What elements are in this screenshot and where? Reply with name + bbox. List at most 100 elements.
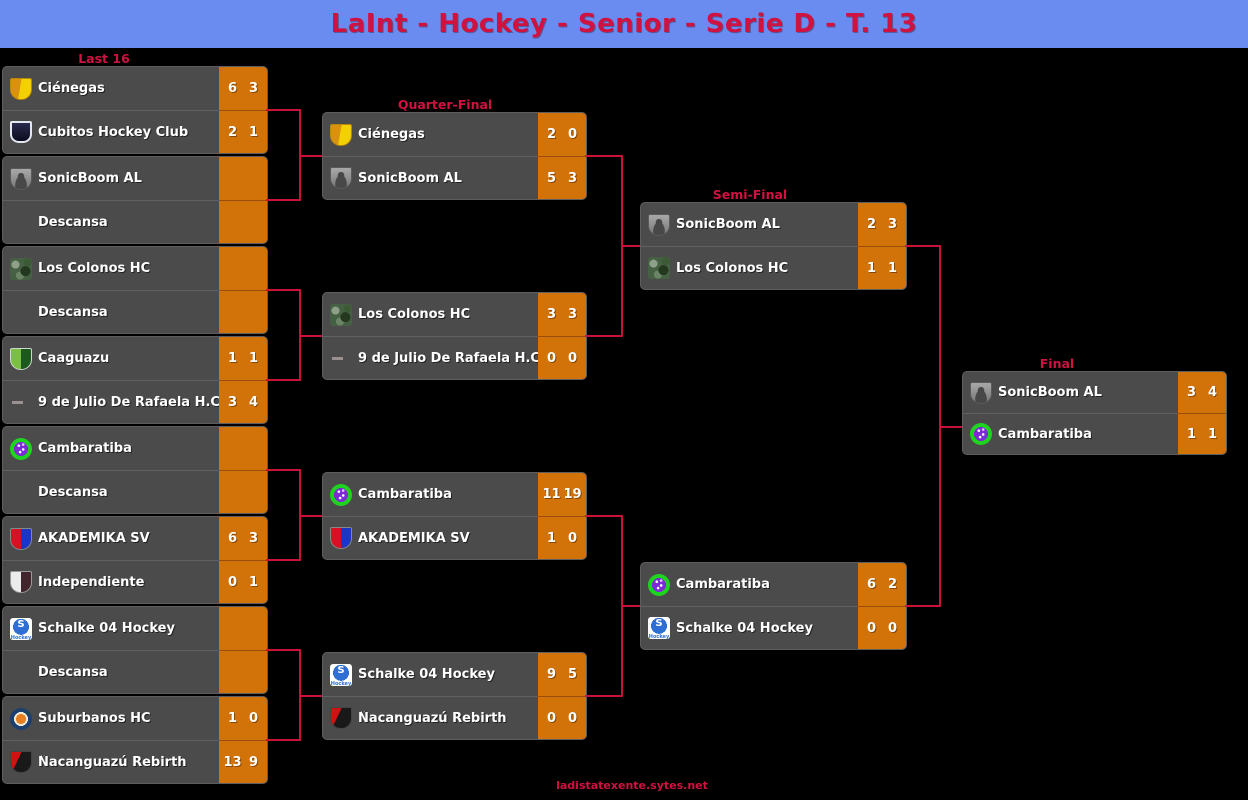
team-logo-icon: [10, 617, 32, 641]
score-1: 5: [546, 170, 557, 186]
bracket-connector: [300, 155, 322, 157]
team-logo-icon: [330, 303, 352, 326]
team-logo-icon: [330, 347, 352, 369]
team-row[interactable]: Descansa: [3, 290, 267, 333]
bracket-connector: [266, 469, 300, 471]
score-2: 3: [567, 170, 578, 186]
score-2: 0: [567, 530, 578, 546]
bracket-connector: [266, 559, 300, 561]
team-row[interactable]: Descansa: [3, 200, 267, 243]
team-name: Schalke 04 Hockey: [676, 620, 813, 636]
score-1: 1: [1186, 426, 1197, 442]
bracket-connector: [266, 739, 300, 741]
team-name: Cambaratiba: [38, 441, 132, 456]
team-logo-icon: [10, 391, 32, 413]
team-logo-icon: [10, 257, 32, 280]
team-name: AKADEMIKA SV: [358, 530, 470, 546]
score-1: 3: [227, 394, 238, 410]
team-name: Caaguazu: [38, 351, 110, 366]
team-name: Ñacanguazú Rebirth: [38, 754, 187, 770]
team-row[interactable]: SonicBoom AL: [3, 157, 267, 200]
site-watermark: ladistatexente.sytes.net: [556, 779, 708, 792]
team-name: Ciénegas: [358, 127, 425, 142]
team-name: 9 de Julio De Rafaela H.C: [38, 394, 219, 410]
score-2: 0: [567, 127, 578, 142]
bracket-connector: [585, 335, 622, 337]
bracket-connector: [585, 695, 622, 697]
score-1: 0: [227, 574, 238, 590]
score-1: 2: [546, 127, 557, 142]
score-2: 3: [248, 531, 259, 546]
team-name: Schalke 04 Hockey: [38, 621, 175, 636]
team-row[interactable]: Cambaratiba: [3, 427, 267, 470]
team-logo-icon: [648, 617, 670, 640]
team-logo-icon: [330, 707, 352, 729]
team-row[interactable]: Schalke 04 Hockey 00: [641, 606, 906, 649]
team-logo-icon: [330, 663, 352, 687]
page-title: LaInt - Hockey - Senior - Serie D - T. 1…: [330, 9, 918, 39]
team-row[interactable]: Descansa: [3, 470, 267, 513]
team-row[interactable]: Schalke 04 Hockey: [3, 607, 267, 650]
team-name: Cubitos Hockey Club: [38, 124, 189, 140]
score-2: 1: [248, 574, 259, 590]
team-logo-icon: [10, 571, 32, 593]
team-logo-icon: [10, 707, 32, 730]
score-2: 0: [567, 350, 578, 366]
score-2: 3: [248, 81, 259, 96]
team-row[interactable]: Los Colonos HC: [3, 247, 267, 290]
team-row[interactable]: Schalke 04 Hockey 95: [323, 653, 586, 696]
score-2: 19: [563, 487, 582, 502]
match-box: Los Colonos HC Descansa: [2, 246, 268, 334]
score-1: 6: [866, 577, 877, 592]
team-name: Cambaratiba: [998, 426, 1092, 442]
team-logo-icon: [648, 573, 670, 596]
round-label-final: Final: [1039, 356, 1075, 371]
score-1: 2: [866, 217, 877, 232]
team-row[interactable]: Descansa: [3, 650, 267, 693]
team-name: Los Colonos HC: [358, 307, 471, 322]
team-logo-icon: [330, 167, 352, 189]
score-box: [219, 471, 267, 513]
score-1: 13: [223, 754, 242, 770]
team-name: Descansa: [38, 304, 108, 320]
team-name: Suburbanos HC: [38, 711, 151, 726]
score-box: [219, 201, 267, 243]
team-name: Cambaratiba: [676, 577, 770, 592]
score-box: [219, 247, 267, 290]
team-name: Schalke 04 Hockey: [358, 667, 495, 682]
score-1: 2: [227, 124, 238, 140]
